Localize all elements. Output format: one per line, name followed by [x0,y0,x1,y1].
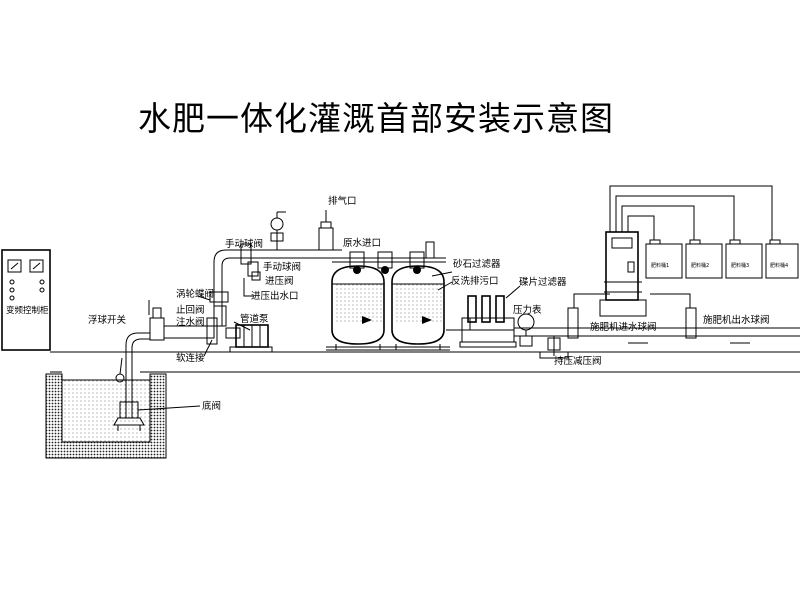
exhaust-label: 排气口 [328,196,357,207]
main-pipe [213,210,342,326]
pipe-pump [229,324,273,353]
raw-water-in-label: 原水进口 [343,238,382,249]
water-well [45,373,167,459]
pressure-in-valve-label: 进压阀 [265,276,294,287]
sand-filter-label: 砂石过滤器 [453,259,501,270]
disc-filter-label: 碟片过滤器 [519,277,567,288]
page-title: 水肥一体化灌溉首部安装示意图 [138,99,614,138]
fertilizer-in-valve-label: 施肥机进水球阀 [590,322,657,333]
pipe-pump-label: 管道泵 [240,314,269,325]
tank-2-label: 肥料桶2 [691,263,710,269]
cabinet-label: 变频控制柜 [6,306,49,316]
leader-lines [197,271,521,357]
float-switch-label: 浮球开关 [88,315,127,326]
delivery-pipe [514,293,800,359]
pressure-gauge-label: 压力表 [513,305,542,316]
soft-joint-label: 软连接 [176,353,205,364]
tank-3-label: 肥料桶3 [731,263,750,269]
backwash-drain-label: 反洗排污口 [451,276,499,287]
tank-4-label: 肥料桶4 [770,263,789,269]
pressure-out-label: 进压出水口 [251,291,299,302]
sand-filters [326,241,450,351]
fertilizer-machine [599,185,773,317]
fertilizer-out-valve-label: 施肥机出水球阀 [703,315,770,326]
suction-pipe [113,332,201,431]
fertilizer-tanks [645,239,799,279]
inlet-valves [148,291,241,345]
pressure-reducing-valve-label: 持压减压阀 [554,356,602,367]
manual-ball-valve-label: 手动球阀 [263,262,302,273]
disc-filter-group [446,295,517,348]
butterfly-valve-label: 涡轮蝶阀 [176,289,215,300]
check-valve-label: 止回阀 [176,305,205,316]
control-cabinet [1,249,51,351]
tank-1-label: 肥料桶1 [651,263,670,269]
water-inlet-label: 注水阀 [176,317,205,328]
manual-ball-valve-top-label: 手动球阀 [225,239,264,250]
foot-valve-label: 底阀 [202,401,222,412]
